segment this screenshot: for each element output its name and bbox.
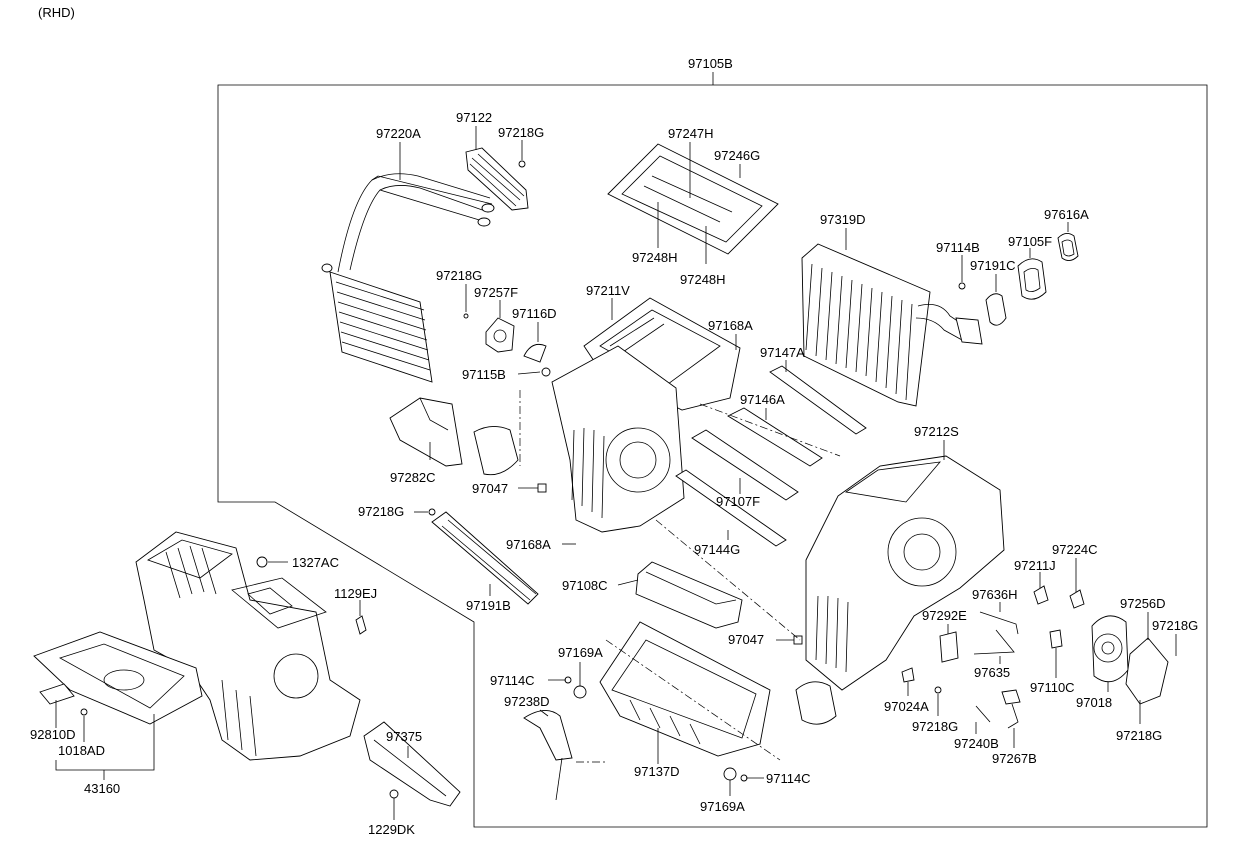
label-97256D: 97256D (1120, 596, 1166, 611)
lower-case-drawing (599, 621, 771, 757)
clip-97047-b (793, 635, 803, 645)
heater-core-drawing (321, 173, 495, 383)
label-97169A-a: 97169A (558, 645, 603, 660)
part-number-labels: 97105B 97220A 97122 97218G 97247H 97246G… (30, 56, 1198, 837)
label-97122: 97122 (456, 110, 492, 125)
label-97191C: 97191C (970, 258, 1016, 273)
label-97319D: 97319D (820, 212, 866, 227)
leader-97115B (517, 371, 541, 375)
label-97047-a: 97047 (472, 481, 508, 496)
leader-43160 (55, 714, 155, 771)
label-97282C: 97282C (390, 470, 436, 485)
label-1018AD: 1018AD (58, 743, 105, 758)
leader-97108C (617, 579, 639, 586)
label-97218G-e: 97218G (912, 719, 958, 734)
label-97116D: 97116D (512, 306, 557, 321)
label-97218G-d: 97218G (1152, 618, 1198, 633)
label-1229DK: 1229DK (368, 822, 415, 837)
under-cover-43160-drawing (33, 631, 203, 725)
label-97375: 97375 (386, 729, 422, 744)
label-97114B: 97114B (936, 240, 980, 255)
label-97246G: 97246G (714, 148, 760, 163)
label-97146A: 97146A (740, 392, 785, 407)
evaporator-drawing (801, 243, 983, 407)
label-97218G-a: 97218G (498, 125, 544, 140)
blower-motor-drawing (1091, 615, 1169, 705)
nut-1327AC (256, 556, 268, 568)
label-97108C: 97108C (562, 578, 608, 593)
label-97248H-b: 97248H (680, 272, 726, 287)
label-97110C: 97110C (1030, 680, 1075, 695)
duct-97282C-drawing (389, 397, 519, 476)
label-97107F: 97107F (716, 494, 760, 509)
label-97191B: 97191B (466, 598, 511, 613)
pipe-bracket-drawing (465, 147, 529, 211)
main-case-left-drawing (551, 345, 685, 533)
filter-cover-drawing (607, 143, 779, 255)
label-97211V: 97211V (586, 283, 630, 298)
label-97115B: 97115B (462, 367, 506, 382)
label-97218G-b: 97218G (436, 268, 482, 283)
actuator-drawing (463, 313, 551, 377)
label-1129EJ: 1129EJ (334, 586, 377, 601)
label-97257F: 97257F (474, 285, 518, 300)
label-97137D: 97137D (634, 764, 680, 779)
alignment-dashes (519, 390, 841, 763)
label-97238D: 97238D (504, 694, 550, 709)
label-97114C-b: 97114C (766, 771, 811, 786)
bolt-1129EJ (355, 615, 367, 635)
label-97144G: 97144G (694, 542, 740, 557)
label-97212S: 97212S (914, 424, 959, 439)
seal-strips-drawing (675, 365, 867, 547)
label-97105B: 97105B (688, 56, 733, 71)
duct-97375-drawing (363, 721, 461, 807)
label-97018: 97018 (1076, 695, 1112, 710)
tray-97108C-drawing (635, 561, 743, 629)
bolt-97114B (958, 282, 966, 290)
label-97169A-b: 97169A (700, 799, 745, 814)
label-97292E: 97292E (922, 608, 967, 623)
label-97024A: 97024A (884, 699, 929, 714)
label-97224C: 97224C (1052, 542, 1098, 557)
label-97636H: 97636H (972, 587, 1018, 602)
cabin-filter-drawing (428, 508, 539, 605)
label-97047-b: 97047 (728, 632, 764, 647)
label-97218G-c: 97218G (358, 504, 404, 519)
label-97211J: 97211J (1014, 558, 1056, 573)
label-97267B: 97267B (992, 751, 1037, 766)
clip-97047-a (537, 483, 547, 493)
label-97220A: 97220A (376, 126, 421, 141)
leader-97238D (539, 709, 549, 717)
main-case-right-drawing (795, 455, 1005, 725)
label-97105F: 97105F (1008, 234, 1052, 249)
label-97168A-b: 97168A (506, 537, 551, 552)
label-92810D: 92810D (30, 727, 76, 742)
assembly-frame (217, 84, 1208, 828)
label-97635: 97635 (974, 665, 1010, 680)
diagram-region-tag: (RHD) (38, 5, 75, 20)
label-43160: 43160 (84, 781, 120, 796)
fasteners-lower-drawing (523, 676, 748, 801)
label-97218G-f: 97218G (1116, 728, 1162, 743)
sensors-drawing (901, 585, 1085, 729)
seal-gasket-drawing (985, 233, 1079, 326)
label-97240B: 97240B (954, 736, 999, 751)
label-97147A: 97147A (760, 345, 805, 360)
label-97247H: 97247H (668, 126, 714, 141)
label-97616A: 97616A (1044, 207, 1089, 222)
label-97248H-a: 97248H (632, 250, 678, 265)
label-97114C-a: 97114C (490, 673, 535, 688)
label-97168A-a: 97168A (708, 318, 753, 333)
label-1327AC: 1327AC (292, 555, 339, 570)
